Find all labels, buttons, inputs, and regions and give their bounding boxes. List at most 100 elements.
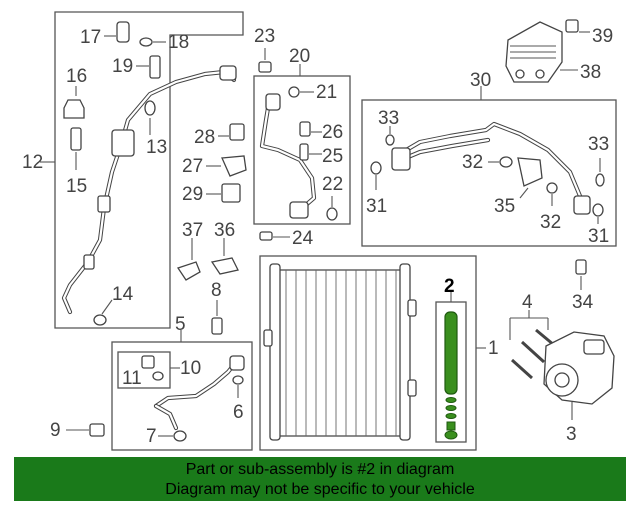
callout-9[interactable]: 9 xyxy=(50,420,61,441)
callout-33a[interactable]: 33 xyxy=(378,108,399,129)
part-39[interactable] xyxy=(565,19,579,33)
part-34[interactable] xyxy=(575,259,587,275)
part-11[interactable] xyxy=(152,371,164,381)
callout-22[interactable]: 22 xyxy=(322,174,343,195)
callout-32b[interactable]: 32 xyxy=(540,212,561,233)
callout-31a[interactable]: 31 xyxy=(366,196,387,217)
callout-23[interactable]: 23 xyxy=(254,26,275,47)
callout-18[interactable]: 18 xyxy=(168,32,189,53)
bolt-4b[interactable] xyxy=(520,340,546,364)
compressor-group: 4 3 xyxy=(509,292,615,445)
receiver-drier-desiccant[interactable] xyxy=(444,311,458,395)
bolt-4a[interactable] xyxy=(510,358,534,380)
group-12-box xyxy=(54,11,244,329)
part-24[interactable] xyxy=(259,231,273,241)
condenser-core[interactable] xyxy=(275,269,405,437)
callout-33b[interactable]: 33 xyxy=(588,134,609,155)
part-14[interactable] xyxy=(93,314,107,326)
callout-5[interactable]: 5 xyxy=(175,314,186,335)
part-34-group: 34 xyxy=(572,259,594,313)
group-5-box xyxy=(111,341,253,451)
callout-19[interactable]: 19 xyxy=(112,56,133,77)
part-32b[interactable] xyxy=(546,182,558,194)
group-12: 12 13 14 16 15 17 18 19 xyxy=(22,11,244,329)
callout-38[interactable]: 38 xyxy=(580,62,601,83)
callout-16[interactable]: 16 xyxy=(66,66,87,87)
receiver-drier-cap[interactable] xyxy=(444,430,458,440)
part-28-group: 28 xyxy=(194,123,245,148)
part-36[interactable] xyxy=(210,257,239,275)
banner-line-1: Part or sub-assembly is #2 in diagram xyxy=(185,461,455,478)
part-22[interactable] xyxy=(326,207,338,221)
part-32a[interactable] xyxy=(499,156,513,168)
part-21[interactable] xyxy=(288,86,300,98)
callout-24[interactable]: 24 xyxy=(292,228,314,249)
parts-36-37-group: 37 36 xyxy=(176,220,239,281)
parts-diagram: 12 13 14 16 15 17 18 19 xyxy=(22,11,617,451)
callout-12[interactable]: 12 xyxy=(22,152,43,173)
part-25[interactable] xyxy=(299,143,309,161)
callout-28[interactable]: 28 xyxy=(194,127,215,148)
part-26[interactable] xyxy=(299,121,311,137)
callout-29[interactable]: 29 xyxy=(182,184,203,205)
callout-6[interactable]: 6 xyxy=(233,402,244,423)
part-9[interactable] xyxy=(89,423,105,437)
part-23[interactable] xyxy=(258,61,272,73)
part-31b[interactable] xyxy=(592,203,604,217)
callout-34[interactable]: 34 xyxy=(572,292,594,313)
callout-8[interactable]: 8 xyxy=(211,280,222,301)
part-27-group: 27 xyxy=(182,155,247,177)
part-35[interactable] xyxy=(517,157,543,187)
callout-17[interactable]: 17 xyxy=(80,27,101,48)
callout-11[interactable]: 11 xyxy=(122,368,142,389)
part-17[interactable] xyxy=(116,21,130,43)
part-9-group: 9 xyxy=(50,420,105,441)
part-2-group: 2 xyxy=(435,276,467,443)
part-19[interactable] xyxy=(149,55,161,79)
part-33b[interactable] xyxy=(595,173,605,187)
part-31a[interactable] xyxy=(370,161,382,175)
callout-39[interactable]: 39 xyxy=(592,26,613,47)
callout-27[interactable]: 27 xyxy=(182,156,203,177)
part-27[interactable] xyxy=(221,155,247,177)
part-8[interactable] xyxy=(211,317,223,335)
group-30: 30 35 33 31 32 32 33 31 xyxy=(361,70,617,247)
part-29-group: 29 xyxy=(182,183,241,205)
part-18[interactable] xyxy=(139,37,153,47)
part-6[interactable] xyxy=(232,375,244,385)
part-13[interactable] xyxy=(144,100,156,116)
part-15[interactable] xyxy=(70,127,82,151)
callout-32a[interactable]: 32 xyxy=(462,152,483,173)
group-1: 1 2 xyxy=(259,255,499,451)
group-5: 5 10 11 6 7 xyxy=(111,314,253,451)
callout-21[interactable]: 21 xyxy=(316,82,337,103)
group-10-box xyxy=(117,351,171,389)
part-33a[interactable] xyxy=(385,134,395,146)
callout-15[interactable]: 15 xyxy=(66,176,87,197)
callout-13[interactable]: 13 xyxy=(146,137,167,158)
callout-14[interactable]: 14 xyxy=(112,284,134,305)
group-20-box xyxy=(253,75,351,225)
part-37[interactable] xyxy=(176,261,201,281)
part-29[interactable] xyxy=(221,183,241,203)
callout-10[interactable]: 10 xyxy=(180,358,201,379)
part-7[interactable] xyxy=(173,430,187,442)
part-28[interactable] xyxy=(229,123,245,141)
callout-37[interactable]: 37 xyxy=(182,220,203,241)
callout-30[interactable]: 30 xyxy=(470,70,491,91)
callout-2[interactable]: 2 xyxy=(444,276,455,297)
callout-25[interactable]: 25 xyxy=(322,146,343,167)
callout-3[interactable]: 3 xyxy=(566,424,577,445)
callout-26[interactable]: 26 xyxy=(322,122,343,143)
callout-20[interactable]: 20 xyxy=(289,46,310,67)
callout-1[interactable]: 1 xyxy=(488,338,499,359)
callout-31b[interactable]: 31 xyxy=(588,226,609,247)
group-20: 20 21 26 25 22 xyxy=(253,46,351,225)
callout-35[interactable]: 35 xyxy=(494,196,515,217)
group-30-box xyxy=(361,99,617,247)
callout-36[interactable]: 36 xyxy=(214,220,235,241)
callout-4[interactable]: 4 xyxy=(522,292,533,313)
part-16[interactable] xyxy=(63,99,85,119)
part-11-valve[interactable] xyxy=(141,355,155,369)
callout-7[interactable]: 7 xyxy=(146,426,157,447)
